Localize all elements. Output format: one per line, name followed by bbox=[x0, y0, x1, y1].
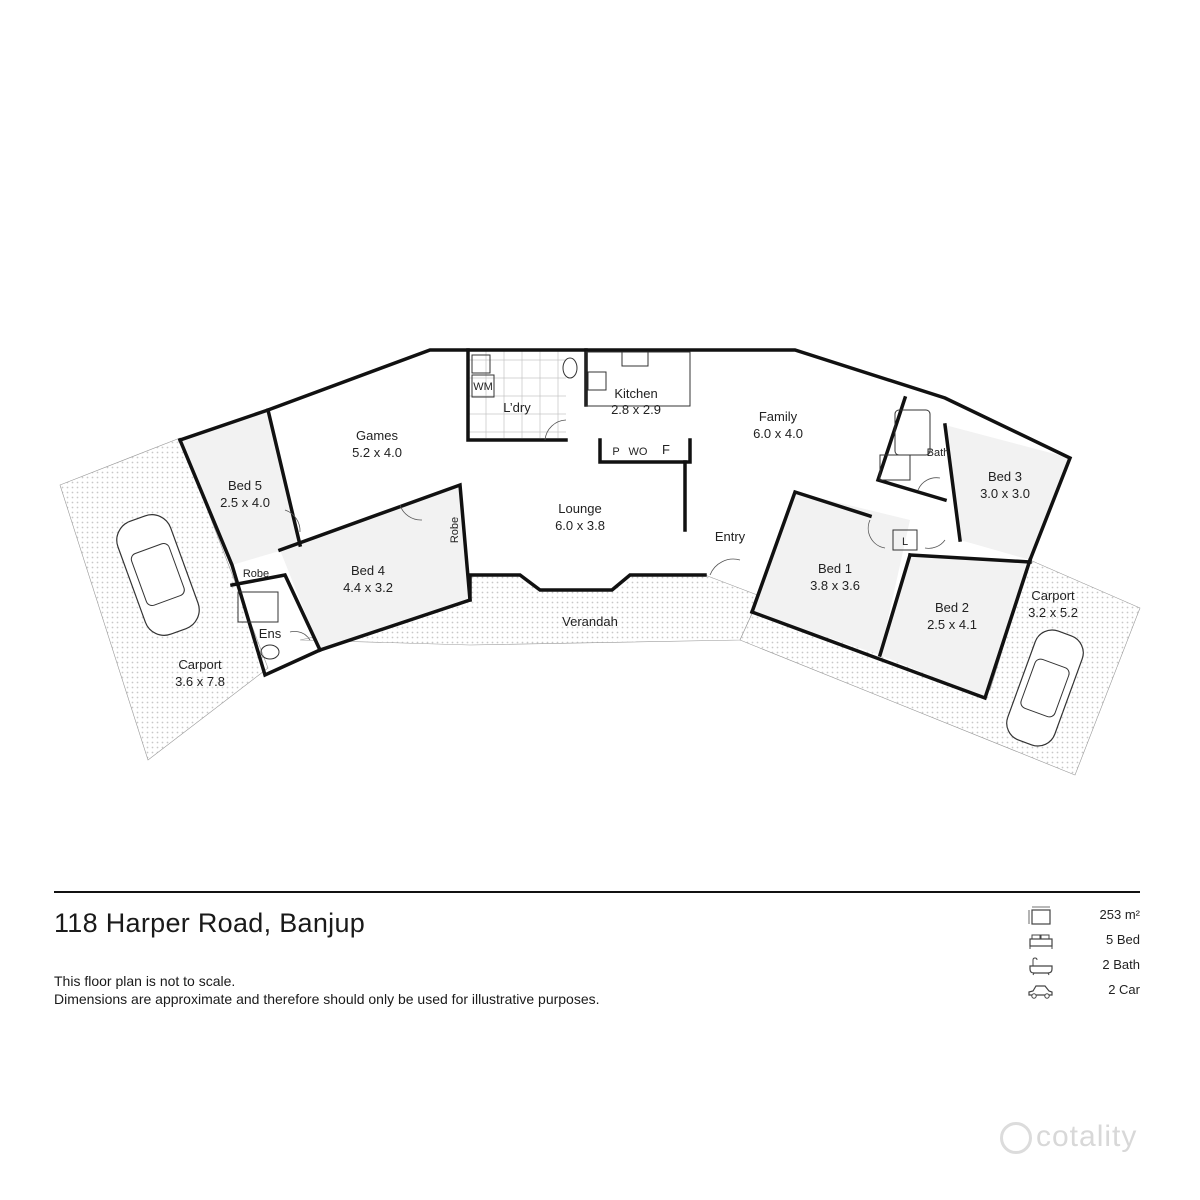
kitchen-size: 2.8 x 2.9 bbox=[611, 402, 661, 417]
stat-bed-value: 5 Bed bbox=[1106, 932, 1140, 947]
ens-shower-icon bbox=[237, 591, 279, 623]
carport-left-size: 3.6 x 7.8 bbox=[175, 674, 225, 689]
bed1-west-wall bbox=[749, 489, 873, 615]
games-size: 5.2 x 4.0 bbox=[352, 445, 402, 460]
family-label: Family bbox=[759, 409, 798, 424]
bed1-door bbox=[867, 519, 886, 549]
bath-tub-icon bbox=[894, 409, 931, 456]
bed3-area bbox=[945, 425, 1070, 560]
bed5-door bbox=[284, 509, 301, 533]
property-stats: 253 m² 5 Bed 2 Bath 2 Car bbox=[1020, 904, 1140, 1004]
bed-icon bbox=[1029, 934, 1053, 949]
bath-icon bbox=[1029, 957, 1053, 976]
bath-label: Bath bbox=[927, 447, 950, 459]
toilet-icon bbox=[562, 357, 578, 379]
stat-car: 2 Car bbox=[1020, 979, 1140, 1004]
bed5-label: Bed 5 bbox=[228, 478, 262, 493]
pantry-wall bbox=[598, 438, 692, 464]
family-size: 6.0 x 4.0 bbox=[753, 426, 803, 441]
stat-bed: 5 Bed bbox=[1020, 929, 1140, 954]
bed1-bed2-wall bbox=[877, 552, 913, 658]
bed2-label: Bed 2 bbox=[935, 600, 969, 615]
shower-icon bbox=[879, 454, 911, 481]
disclaimer-line-1: This floor plan is not to scale. bbox=[54, 973, 236, 989]
pantry-label: P bbox=[612, 446, 619, 458]
verandah-label: Verandah bbox=[562, 614, 618, 629]
lounge-size: 6.0 x 3.8 bbox=[555, 518, 605, 533]
bath-wall bbox=[875, 395, 948, 503]
disclaimer: This floor plan is not to scale. Dimensi… bbox=[54, 972, 600, 1008]
wm-label: WM bbox=[473, 381, 493, 393]
footer-divider bbox=[54, 891, 1140, 893]
stat-floor-area: 253 m² bbox=[1020, 904, 1140, 929]
washing-machine-icon bbox=[471, 374, 495, 398]
lounge-label: Lounge bbox=[558, 501, 601, 516]
stat-bath: 2 Bath bbox=[1020, 954, 1140, 979]
property-address: 118 Harper Road, Banjup bbox=[54, 908, 366, 938]
car-right-icon bbox=[1006, 629, 1084, 747]
ens-wall bbox=[229, 573, 323, 653]
floor-area-icon bbox=[1028, 906, 1051, 925]
robe-bed4-label: Robe bbox=[449, 517, 461, 543]
car-icon bbox=[1028, 985, 1053, 999]
bed4-size: 4.4 x 3.2 bbox=[343, 580, 393, 595]
bath-door bbox=[917, 477, 941, 491]
bed3-label: Bed 3 bbox=[988, 469, 1022, 484]
disclaimer-line-2: Dimensions are approximate and therefore… bbox=[54, 991, 600, 1007]
bed5-size: 2.5 x 4.0 bbox=[220, 495, 270, 510]
bed4-door bbox=[399, 504, 423, 521]
bed3-west-wall bbox=[943, 423, 962, 542]
kitchen-label: Kitchen bbox=[614, 386, 657, 401]
stat-bath-value: 2 Bath bbox=[1102, 957, 1140, 972]
watermark-text: cotality bbox=[1036, 1120, 1138, 1153]
bed3-size: 3.0 x 3.0 bbox=[980, 486, 1030, 501]
laundry-trough-icon bbox=[471, 354, 491, 374]
outer-wall-south-right bbox=[749, 557, 1033, 701]
laundry-label: L’dry bbox=[503, 400, 531, 415]
laundry-door bbox=[544, 419, 567, 441]
bed4-area bbox=[280, 485, 470, 650]
car-left-icon bbox=[116, 514, 200, 636]
bed2-door bbox=[924, 539, 946, 549]
bed2-size: 2.5 x 4.1 bbox=[927, 617, 977, 632]
stat-car-value: 2 Car bbox=[1108, 982, 1140, 997]
bed1-label: Bed 1 bbox=[818, 561, 852, 576]
laundry-tiles bbox=[468, 350, 566, 438]
kitchen-bench bbox=[585, 351, 691, 407]
ens-label: Ens bbox=[259, 626, 282, 641]
kitchen-sink-icon bbox=[621, 351, 649, 367]
cooktop-icon bbox=[587, 371, 607, 391]
laundry-wall bbox=[466, 348, 568, 442]
bed2-wall bbox=[908, 553, 1032, 564]
games-bed5-wall bbox=[265, 407, 303, 548]
entry-door bbox=[709, 558, 741, 576]
bed2-area bbox=[880, 555, 1030, 698]
bed5-area bbox=[180, 410, 300, 565]
wo-label: WO bbox=[629, 446, 648, 458]
bed4-label: Bed 4 bbox=[351, 563, 385, 578]
carport-right-label: Carport bbox=[1031, 588, 1075, 603]
bed1-area bbox=[752, 492, 910, 655]
carport-left-label: Carport bbox=[178, 657, 222, 672]
linen-label: L bbox=[902, 536, 908, 548]
ens-toilet-icon bbox=[260, 644, 280, 660]
bed1-size: 3.8 x 3.6 bbox=[810, 578, 860, 593]
games-label: Games bbox=[356, 428, 398, 443]
outer-wall-south-left bbox=[177, 437, 323, 678]
linen-cupboard bbox=[892, 529, 918, 551]
floor-plan: Games 5.2 x 4.0 Kitchen 2.8 x 2.9 L’dry … bbox=[59, 348, 1141, 776]
robe-left-label: Robe bbox=[243, 568, 269, 580]
carport-right-size: 3.2 x 5.2 bbox=[1028, 605, 1078, 620]
entry-label: Entry bbox=[715, 529, 746, 544]
fridge-label: F bbox=[662, 442, 670, 457]
cotality-logo-mark-icon bbox=[1000, 1122, 1032, 1155]
stat-floor-area-value: 253 m² bbox=[1099, 907, 1140, 922]
cotality-logo: cotality bbox=[1000, 1120, 1138, 1155]
ens-door bbox=[289, 631, 311, 641]
bed4-wall bbox=[277, 482, 472, 602]
